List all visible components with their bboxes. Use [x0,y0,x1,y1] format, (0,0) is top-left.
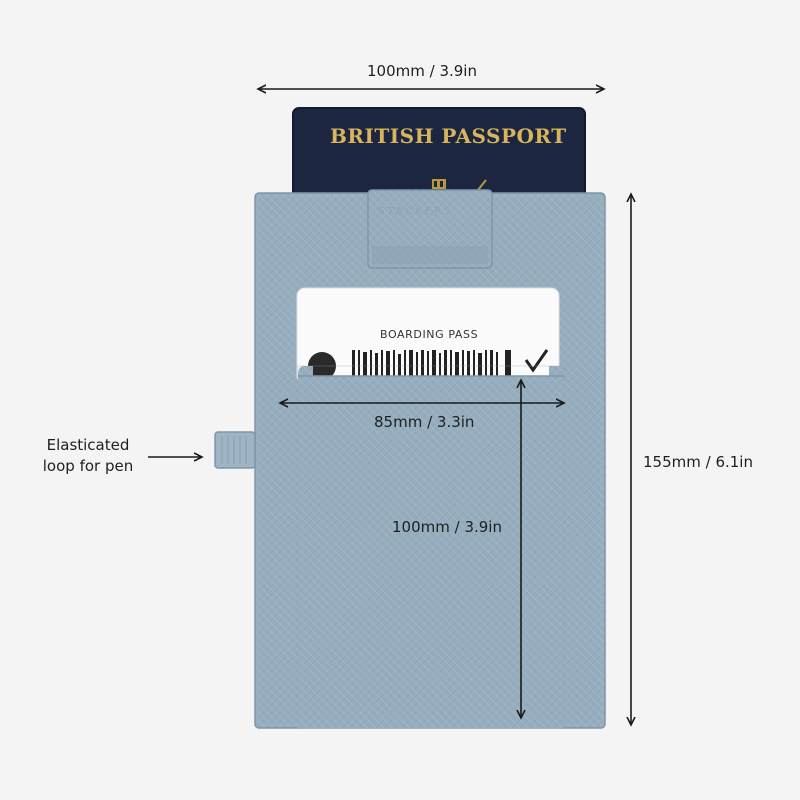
dimension-top-width-label: 100mm / 3.9in [367,62,477,80]
passport-title: BRITISH PASSPORT [330,124,567,148]
barcode [352,350,511,376]
dimension-pocket-width-label: 85mm / 3.3in [374,413,475,431]
dimension-total-height-label: 155mm / 6.1in [643,453,753,471]
checkmark-icon [524,349,549,373]
crest-icon [432,179,487,191]
pull-tab [367,189,493,269]
dimension-pocket-height-label: 100mm / 3.9in [392,518,502,536]
pen-loop-callout-line2: loop for pen [42,457,134,475]
elastic-pen-loop[interactable] [214,431,256,469]
front-pocket [297,365,565,729]
wallet-brand-logo: STACKERS [378,206,454,217]
boarding-pass-title: BOARDING PASS [380,328,479,341]
boarding-pass-card [296,287,560,385]
pen-loop-callout-line1: Elasticated [46,436,130,454]
